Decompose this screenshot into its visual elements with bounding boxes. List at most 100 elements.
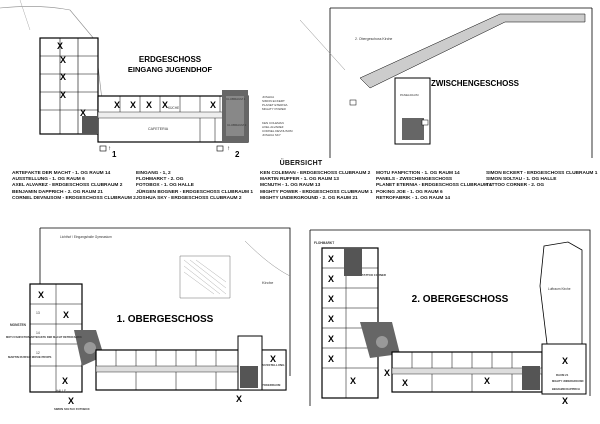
room-benjamin: BENJAMIN DAPPRICH [552,387,580,391]
svg-text:X: X [328,294,334,304]
svg-text:↑: ↑ [108,146,111,152]
note-top-2: PLANET ETERNIA [262,103,287,107]
svg-text:X: X [60,72,66,82]
second-kirche: Luftraum Kirche [548,287,571,291]
first-kirche: Kirche [262,280,274,285]
room-13: 13 [36,311,40,315]
mezz-street: 2. Obergeschoss Kirche [355,37,392,41]
overview-entry: PLANET ETERNIA - ERDGESCHOSS CLUBRAUM 1 [376,183,493,189]
first-lichthof: Lichthof / Eingangshalle Gymnasium [60,235,112,239]
overview-entry: FOTOBOX - 1. OG HALLE [136,183,195,189]
second-title: 2. OBERGESCHOSS [412,294,509,305]
svg-text:X: X [210,100,216,110]
svg-text:X: X [57,41,63,51]
overview-entry: POKING JOE - 1. OG RAUM 6 [376,189,443,195]
first-floor-plan: Lichthof / Eingangshalle Gymnasium Kirch… [0,226,300,424]
svg-text:X: X [146,100,152,110]
svg-text:X: X [562,396,568,406]
overview-entry: AUSSTELLUNG - 1. OG RAUM 6 [12,177,85,183]
west-wing [39,37,99,135]
svg-text:X: X [328,314,334,324]
note-top-3: MIGHTY POWER [262,107,287,111]
overview-entry: MIGHTY POWER - ERDGESCHOSS CLUBRAUM 1 [260,189,373,195]
svg-text:X: X [62,376,68,386]
svg-text:X: X [328,334,334,344]
svg-text:X: X [328,274,334,284]
mezz-title: ZWISCHENGESCHOSS [431,79,520,88]
note-top-1: SIMON ECKERT [262,99,285,103]
overview-title: ÜBERSICHT [279,160,323,167]
svg-text:X: X [63,310,69,320]
overview-entry: KEN COLEMAN - ERDGESCHOSS CLUBRAUM 2 [260,171,371,176]
room-ausstellung: AUSSTELLUNG [262,363,285,367]
overview-entry: MARTIN RUFFER - 1. OG RAUM 13 [260,177,339,183]
overview-entry: TATTOO CORNER - 2. OG [486,183,545,189]
overview-entry: MOTU FANFICTION - 1. OG RAUM 14 [376,171,460,176]
overview-entry: AXEL ALVAREZ - ERDGESCHOSS CLUBRAUM 2 [12,183,123,189]
stair-ground-1 [82,116,98,134]
overview-entry: SIMON ECKERT - ERDGESCHOSS CLUBRAUM 1 [486,171,598,176]
svg-text:X: X [328,354,334,364]
entrance-1-label: 1 [112,150,117,159]
room-kueche: KÜCHE [168,106,179,110]
overview-legend: ÜBERSICHT ARTEFAKTE DER MACHT - 1. OG RA… [10,160,597,230]
overview-entry: SIMON SOLTAU - 1. OG HALLE [486,177,557,183]
overview-entry: FLOHMARKT - 2. OG [136,177,184,183]
ground-title-2: EINGANG JUGENDHOF [128,65,213,74]
note-bottom-1: AXEL ALVAREZ [262,125,284,129]
overview-entry: PANELS - ZWISCHENGESCHOSS [376,177,453,183]
overview-col-3: KEN COLEMAN - ERDGESCHOSS CLUBRAUM 2 MAR… [260,171,373,202]
svg-text:X: X [162,100,168,110]
svg-text:X: X [236,394,242,404]
overview-entry: EINGANG - 1, 2 [136,171,171,176]
room-poker: POKERRAUM [262,383,281,387]
svg-text:X: X [350,376,356,386]
svg-text:X: X [60,90,66,100]
overview-entry: CORNEL DEVNUSOM - ERDGESCHOSS CLUBRAUM 2 [12,195,136,201]
svg-text:X: X [328,254,334,264]
entrance-2-label: 2 [235,150,240,159]
svg-text:X: X [270,354,276,364]
room-flohmarkt: FLOHMARKT [314,241,334,245]
ground-title-1: ERDGESCHOSS [139,55,202,64]
overview-entry: JÜRGEN BOGNER - ERDGESCHOSS CLUBRAUM 1 [136,189,254,195]
svg-text:X: X [68,396,74,406]
room-monsten: MONSTEN [10,323,27,327]
first-title: 1. OBERGESCHOSS [117,314,214,325]
room-mighty: MIGHTY UNDERGROUND [552,379,584,383]
overview-col-4: MOTU FANFICTION - 1. OG RAUM 14 PANELS -… [376,171,492,202]
overview-entry: MIGHTY UNDERGROUND - 2. OG RAUM 21 [260,195,358,201]
overview-col-1: ARTEFAKTE DER MACHT - 1. OG RAUM 14 AUSS… [12,171,136,202]
svg-text:X: X [484,376,490,386]
svg-text:X: X [562,356,568,366]
room-martin: MARTIN RUFFER MOVIE PROPS [8,355,51,359]
svg-text:X: X [130,100,136,110]
room-halle: HALLE [56,389,66,393]
overview-col-2: EINGANG - 1, 2 FLOHMARKT - 2. OG FOTOBOX… [136,171,253,202]
svg-text:X: X [80,108,86,118]
overview-entry: ARTEFAKTE DER MACHT - 1. OG RAUM 14 [12,171,111,176]
svg-text:X: X [38,290,44,300]
svg-text:↑: ↑ [227,146,230,152]
overview-entry: BENJAMIN DAPPRICH - 2. OG RAUM 21 [12,189,103,195]
note-bottom-3: JOSHUA SKY [262,133,281,137]
overview-entry: JOSHUA SKY - ERDGESCHOSS CLUBRAUM 2 [136,195,242,201]
room-cafeteria: CAFETERIA [148,127,169,131]
room-clubraum2: CLUBRAUM 2 [227,123,247,127]
room-simon: SIMON SOLTAU FOTOBOX [54,407,90,411]
svg-text:X: X [402,378,408,388]
svg-text:X: X [60,55,66,65]
note-bottom-2: CORNEL DEVNUSOM [262,129,293,133]
overview-entry: MCNUTH - 1. OG RAUM 13 [260,183,321,189]
note-top-0: JOSHUA [262,95,274,99]
mezz-room: PANELRAUM [400,93,419,97]
svg-text:X: X [114,100,120,110]
mezzanine-plan: 2. Obergeschoss Kirche ZWISCHENGESCHOSS … [300,0,600,160]
overview-entry: RETROFABRIK - 1. OG RAUM 14 [376,195,451,201]
note-bottom-0: KEN COLEMAN [262,121,284,125]
room-12: 12 [36,351,40,355]
svg-text:X: X [384,368,390,378]
room-21: RAUM 21 [556,373,569,377]
